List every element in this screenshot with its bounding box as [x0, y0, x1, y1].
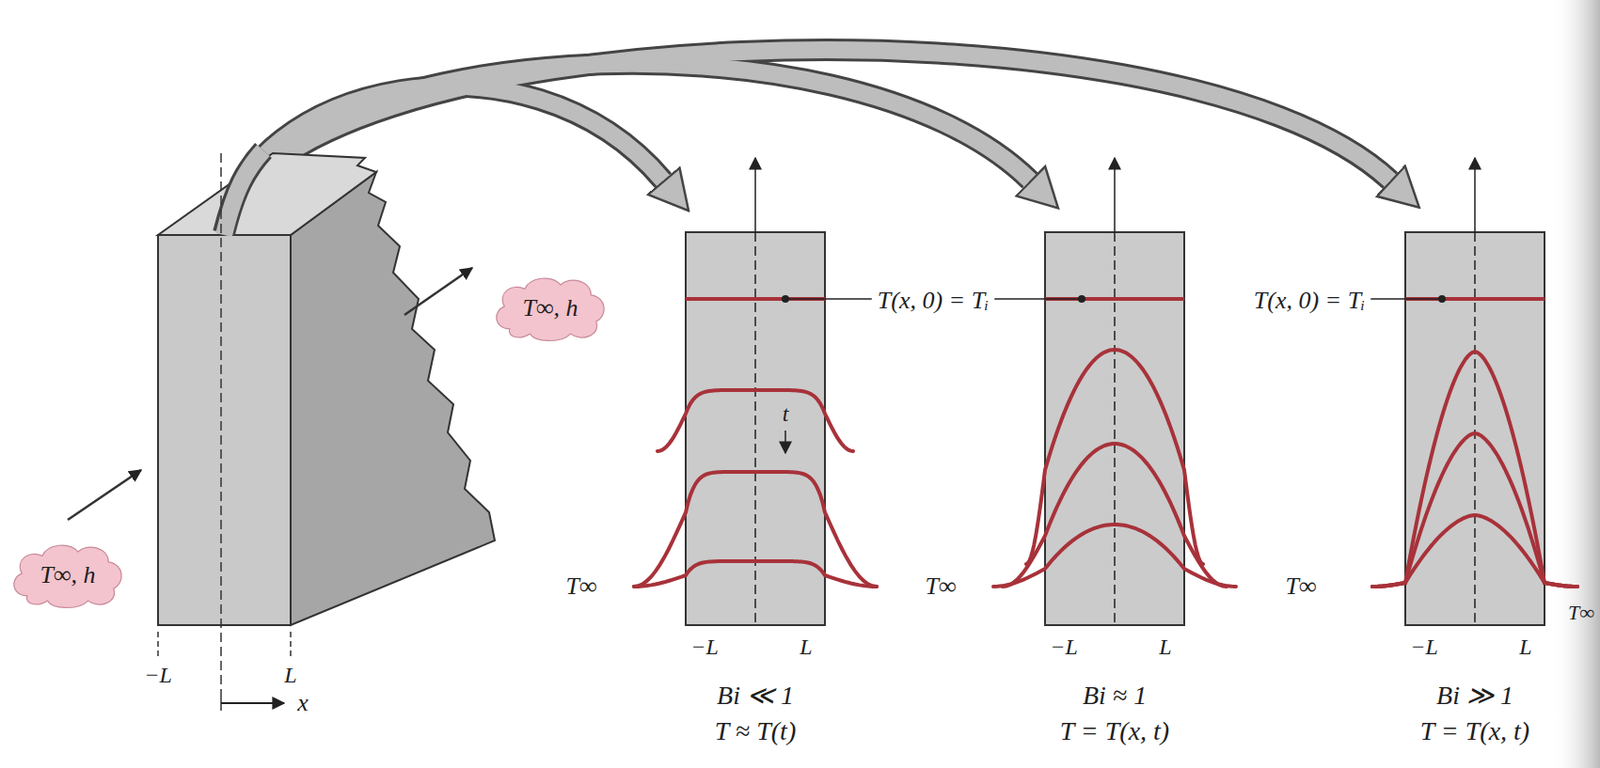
branch-arrows: [223, 49, 1391, 234]
position-label: −L: [1409, 634, 1439, 660]
branch-arrow-root: [223, 150, 264, 236]
temperature-caption: T = T(x, t): [1420, 717, 1530, 747]
x-axis-arrow: [221, 702, 285, 705]
ambient-temperature-label: T∞: [566, 573, 598, 602]
temperature-profiles: [633, 299, 1578, 587]
temperature-profile: [993, 524, 1236, 587]
temperature-profile: [1372, 351, 1578, 587]
leader-dot: [1438, 295, 1446, 303]
biot-number-caption: Bi ≪ 1: [716, 681, 794, 712]
axis-label: x: [297, 690, 309, 718]
fluid-condition: T∞, h: [522, 294, 579, 323]
leader-line: [785, 298, 872, 301]
position-tick: [157, 632, 159, 659]
position-label: L: [1519, 634, 1532, 660]
initial-condition-label: T(x, 0) = Tᵢ: [1253, 287, 1365, 316]
temperature-profile: [657, 390, 854, 452]
leader-dot: [781, 295, 790, 303]
leader-line: [994, 298, 1082, 301]
position-label: L: [799, 634, 812, 660]
position-label: L: [284, 663, 297, 688]
ambient-temperature-label: T∞: [925, 573, 957, 602]
temperature-profile: [1002, 443, 1227, 587]
leader-dot: [1077, 295, 1086, 303]
temperature-profile: [1372, 515, 1578, 587]
time-label: t: [782, 401, 790, 427]
flow-arrow: [404, 268, 473, 316]
position-label: −L: [690, 634, 719, 660]
ambient-temperature-label: T∞: [1285, 573, 1317, 602]
ambient-temperature-label: T∞: [1568, 601, 1595, 625]
fluid-condition: T∞, h: [40, 561, 96, 590]
position-tick: [289, 632, 292, 659]
biot-number-caption: Bi ≈ 1: [1082, 681, 1147, 712]
temperature-caption: T = T(x, t): [1060, 717, 1170, 747]
time-arrow: [784, 430, 787, 454]
flow-arrow: [67, 470, 142, 521]
position-label: −L: [1049, 634, 1078, 660]
temperature-caption: T ≈ T(t): [714, 717, 796, 747]
biot-number-caption: Bi ≫ 1: [1436, 681, 1514, 712]
position-label: L: [1158, 634, 1172, 660]
temperature-profile: [633, 561, 877, 587]
fluid-cloud: T∞, h: [6, 539, 129, 612]
temperature-profile: [633, 472, 877, 587]
initial-condition-label: T(x, 0) = Tᵢ: [877, 287, 989, 316]
fluid-cloud: T∞, h: [489, 272, 612, 345]
center-line: [220, 153, 222, 697]
temperature-profile: [1372, 433, 1578, 587]
temperature-profile: [1026, 349, 1204, 565]
temperature-axes: [755, 158, 1475, 626]
plane-wall: [158, 153, 495, 626]
scan-edge: [1552, 0, 1600, 768]
leader-line: [1370, 298, 1442, 301]
position-label: −L: [143, 663, 173, 688]
